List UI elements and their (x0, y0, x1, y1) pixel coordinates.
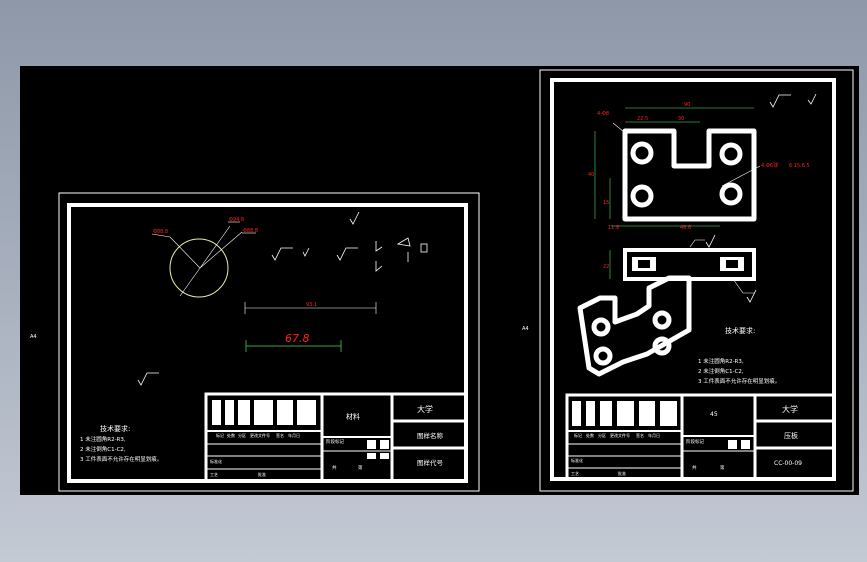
rdim-small-top: 4-Φ8 (597, 111, 609, 117)
drawing-svg: A4 A4 Φ88.8 Φ94.8 Φ88.8 93 (30, 69, 854, 492)
right-tb-row-4: 更改文件号 (610, 432, 630, 438)
rdim-right-part: 30 (678, 116, 684, 122)
isometric-view (577, 275, 692, 377)
right-tb-row-1: 标记 (574, 432, 582, 438)
left-tb-sheet-total: 共 (332, 464, 337, 471)
rdim-left-part: 22.5 (637, 116, 648, 122)
left-tb-material: 材料 (346, 412, 360, 421)
dim-red-value: 67.8 (285, 332, 310, 345)
left-tb-approve: 批准 (258, 471, 266, 477)
rdim-top-width: 90 (684, 102, 690, 108)
right-tb-drawing-no: CC-00-09 (774, 460, 802, 467)
left-note-2: 2 未注倒角C1-C2, (80, 445, 126, 453)
right-tb-university: 大学 (782, 404, 798, 414)
dim-linear: 93.1 (306, 302, 317, 308)
left-circle-view (169, 238, 229, 298)
left-sheet-inner-border (67, 203, 468, 483)
front-view (609, 234, 757, 303)
left-tb-drawing-name: 图样名称 (417, 431, 444, 440)
dim-d2: Φ94.8 (229, 217, 244, 223)
left-tb-row-1: 标记 (216, 432, 224, 438)
right-tb-row-5: 签名 (636, 432, 644, 438)
left-tb-drawing-no: 图样代号 (417, 458, 444, 467)
right-tb-sheet-total: 共 (692, 464, 697, 471)
left-tb-row-5: 签名 (276, 432, 284, 438)
right-note-1: 1 未注圆角R2-R3, (698, 357, 744, 365)
left-tb-university: 大学 (417, 404, 433, 414)
rdim-hole-callout: 4-Φ6球 (761, 162, 778, 169)
right-tb-standardize: 标准化 (571, 457, 583, 463)
rdim-inner-height: 15 (603, 200, 609, 206)
left-tb-stage-mark: 阶段标记 (326, 438, 344, 445)
right-tb-process: 工艺 (571, 471, 579, 476)
right-notes-title: 技术要求: (725, 326, 755, 335)
left-sheet-outer-border (58, 192, 480, 492)
rdim-side-height: 22 (603, 264, 609, 270)
right-tb-drawing-name: 压板 (784, 431, 798, 440)
left-note-3: 3 工件表面不允许存在明显划痕。 (80, 455, 162, 463)
rdim-bottom-width: 46.6 (680, 225, 691, 231)
left-notes-title: 技术要求: (100, 424, 130, 433)
dim-d1: Φ88.8 (153, 229, 168, 235)
left-tb-row-2: 处数 (227, 432, 235, 438)
right-tb-approve: 批准 (618, 470, 626, 476)
right-tb-sheet-no: 第 (720, 464, 725, 471)
rdim-left-height: 40 (588, 172, 594, 178)
top-view (594, 107, 761, 227)
rdim-bottom-left: 11.8 (608, 225, 619, 231)
roughness-symbols-left (137, 211, 428, 386)
right-title-block (565, 393, 836, 481)
left-tb-sheet-no: 第 (358, 464, 363, 471)
left-note-1: 1 未注圆角R2-R3, (80, 435, 126, 443)
left-sheet[interactable]: Φ88.8 Φ94.8 Φ88.8 93.1 67.8 技术要求: 1 未注圆角… (58, 192, 480, 492)
rdim-hole-depth: 6 15.6 5 (789, 163, 810, 169)
left-tb-row-6: 年月日 (288, 432, 300, 438)
right-tb-row-6: 年月日 (648, 432, 660, 438)
dim-d3: Φ88.8 (243, 228, 258, 234)
left-tb-row-3: 分区 (238, 432, 246, 438)
right-tb-row-2: 处数 (586, 432, 594, 438)
left-tb-process: 工艺 (210, 472, 218, 477)
sheet-label-right: A4 (522, 326, 529, 332)
sheet-label-left: A4 (30, 334, 37, 340)
right-note-3: 3 工件表面不允许存在明显划痕。 (698, 377, 780, 385)
roughness-top-right (769, 94, 791, 108)
left-tb-row-4: 更改文件号 (250, 432, 270, 438)
right-tb-row-3: 分区 (598, 432, 606, 438)
right-sheet-outer-border (539, 69, 854, 492)
right-tb-material: 45 (710, 411, 718, 418)
right-tb-stage-mark: 阶段标记 (686, 438, 704, 445)
right-note-2: 2 未注倒角C1-C2, (698, 367, 744, 375)
left-tb-standardize: 标准化 (210, 458, 222, 464)
cad-canvas[interactable]: A4 A4 Φ88.8 Φ94.8 Φ88.8 93 (20, 66, 859, 495)
left-title-block (204, 392, 468, 483)
right-sheet[interactable]: 90 22.5 30 4-Φ8 40 15 11.8 46.6 4-Φ6球 6 … (539, 69, 854, 492)
